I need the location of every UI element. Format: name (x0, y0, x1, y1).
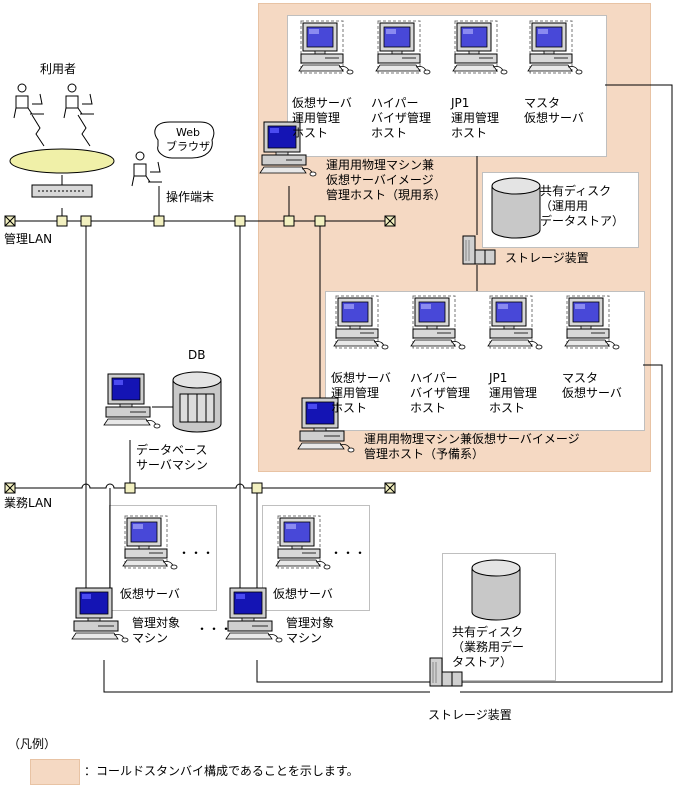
managed-machine-label-right: 管理対象 マシン (286, 616, 335, 645)
vm-label-standby-3: JP1 運用管理 ホスト (489, 371, 538, 415)
users-icon (9, 83, 115, 198)
operator-icon (131, 151, 163, 187)
vm-label-standby-1: 仮想サーバ 運用管理 ホスト (331, 371, 391, 415)
shared-disk-ops-icon (491, 177, 541, 239)
business-lan-label: 業務LAN (4, 496, 53, 510)
ellipsis-right: ・・・ (330, 546, 367, 560)
shared-disk-biz-label: 共有ディスク （業務用デー タストア） (452, 625, 525, 669)
legend-text: ：コールドスタンバイ構成であることを示します。 (84, 764, 359, 778)
mgmt-lan-label: 管理LAN (4, 232, 53, 246)
shared-disk-biz-icon (471, 559, 521, 621)
db-storage-icon (172, 371, 222, 433)
active-host-caption: 運用用物理マシン兼 仮想サーバイメージ 管理ホスト（現用系） (326, 158, 447, 202)
vm-label-active-3: JP1 運用管理 ホスト (451, 96, 500, 140)
virtual-server-label-left: 仮想サーバ (120, 587, 180, 601)
users-label: 利用者 (40, 62, 77, 76)
operation-terminal-label: 操作端末 (166, 190, 215, 204)
db-server-pc (103, 373, 161, 429)
storage-ops-icon (462, 235, 496, 265)
vm-label-standby-4: マスタ 仮想サーバ (562, 371, 622, 400)
vm-label-standby-2: ハイパー バイザ管理 ホスト (410, 371, 471, 415)
shared-disk-ops-label: 共有ディスク （運用用 データストア） (540, 184, 625, 228)
storage-biz-label: ストレージ装置 (428, 708, 512, 722)
ellipsis-left: ・・・ (178, 546, 215, 560)
virtual-server-label-right: 仮想サーバ (273, 587, 333, 601)
storage-ops-label: ストレージ装置 (505, 251, 589, 265)
vm-label-active-1: 仮想サーバ 運用管理 ホスト (292, 96, 352, 140)
managed-machine-label-left: 管理対象 マシン (132, 616, 181, 645)
legend-swatch (30, 759, 80, 785)
web-browser-label: Web ブラウザ (166, 126, 210, 153)
ellipsis-middle: ・・・ (196, 622, 233, 636)
vm-label-active-2: ハイパー バイザ管理 ホスト (371, 96, 432, 140)
db-label: DB (188, 348, 206, 362)
standby-host-caption: 運用用物理マシン兼仮想サーバイメージ 管理ホスト（予備系） (364, 432, 580, 461)
db-server-label: データベース サーバマシン (136, 443, 208, 472)
vm-label-active-4: マスタ 仮想サーバ (524, 96, 584, 125)
legend-title: （凡例） (8, 737, 57, 751)
